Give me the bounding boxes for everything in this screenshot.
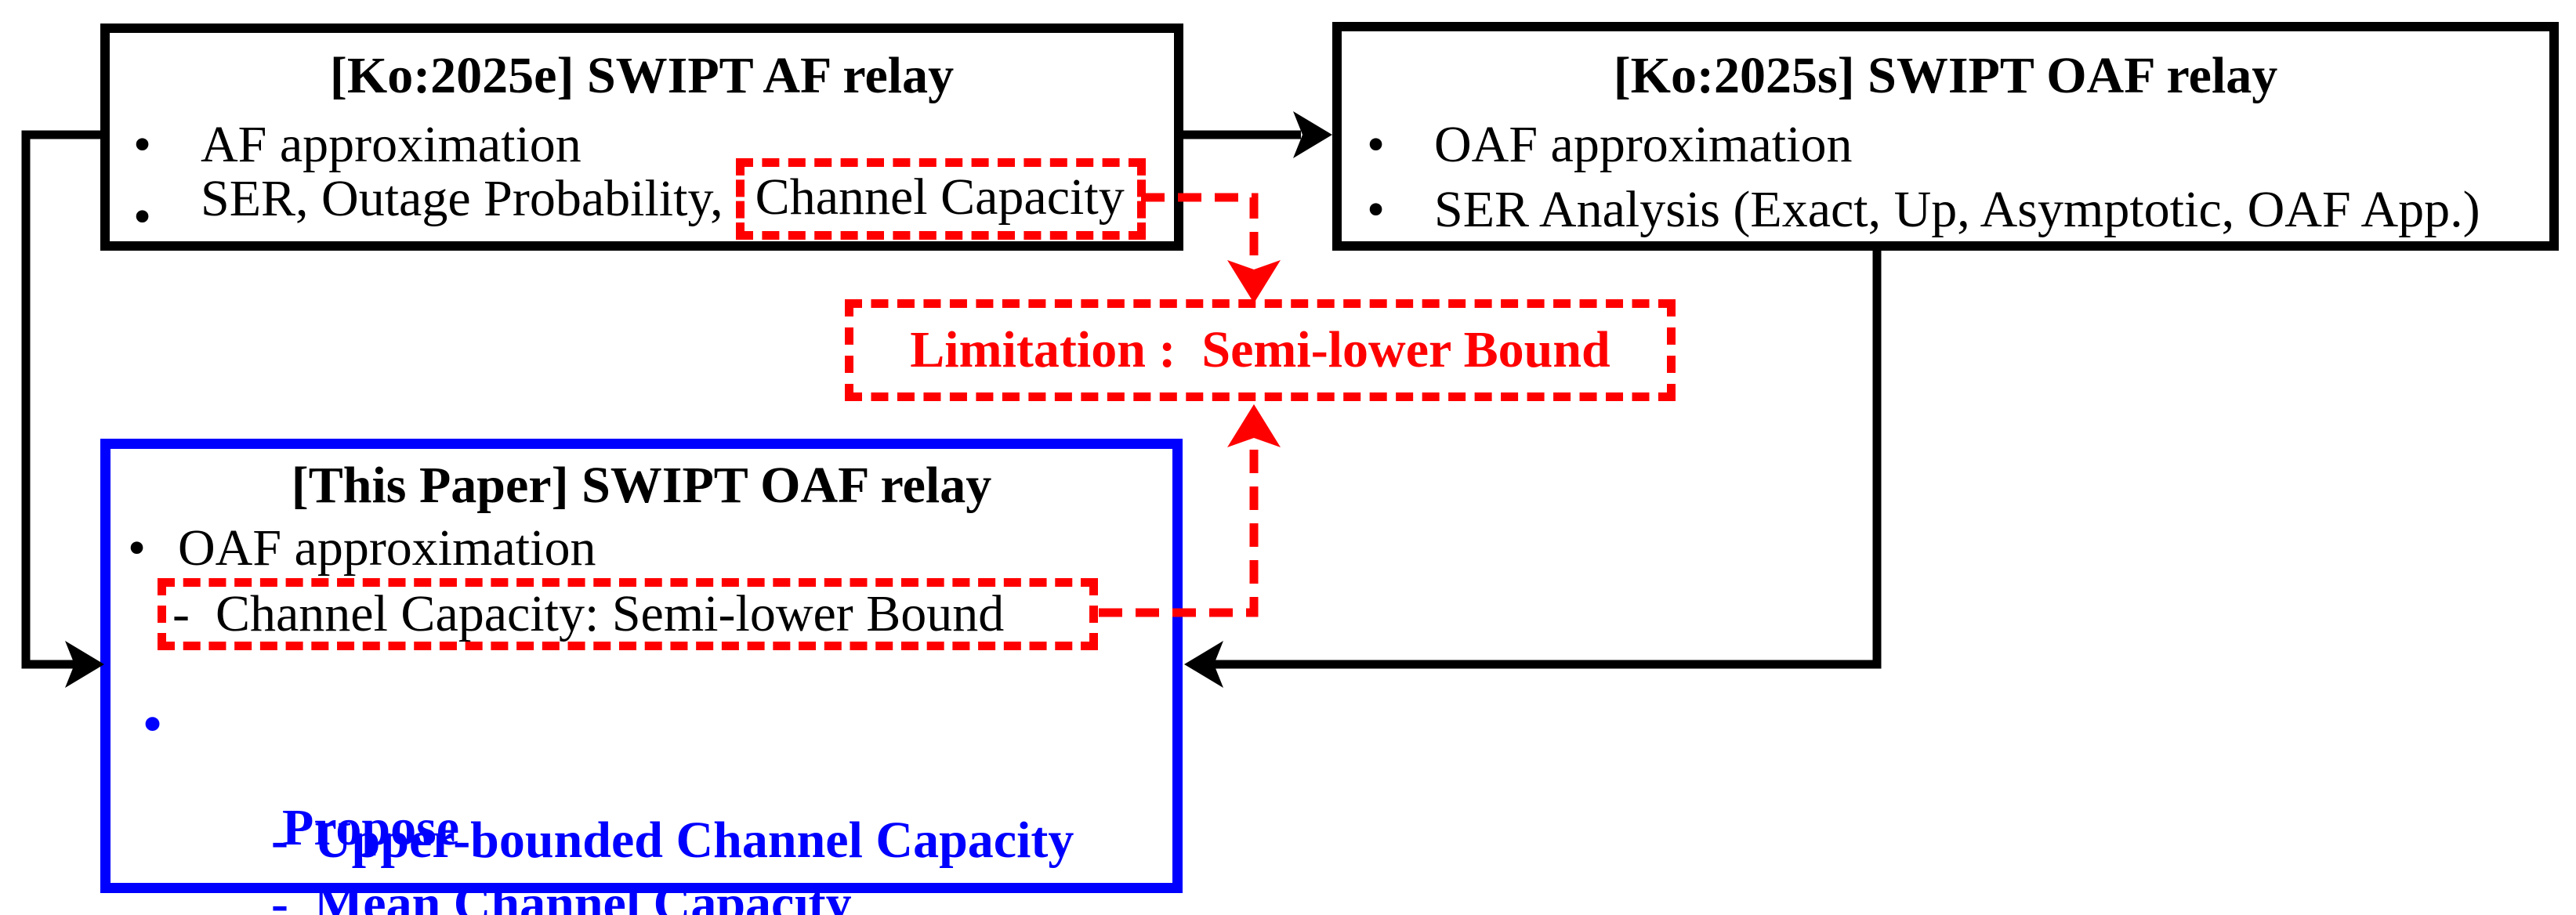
propose-sub-item-2-label: - Mean Channel Capacity	[271, 875, 852, 915]
semi-lower-bound-highlight-box: - Channel Capacity: Semi-lower Bound	[158, 578, 1098, 650]
arrow-ko2025e-to-ko2025s-arrowhead	[1293, 111, 1332, 158]
box-this-paper-bullet-1-label: OAF approximation	[178, 519, 596, 577]
box-ko2025e-title: [Ko:2025e] SWIPT AF relay	[329, 47, 955, 104]
bullet-dot: •	[1367, 181, 1386, 238]
bullet-dot: •	[1367, 116, 1386, 173]
box-ko2025s: [Ko:2025s] SWIPT OAF relay • OAF approxi…	[1332, 22, 2559, 251]
bullet-dot: •	[143, 696, 162, 753]
propose-sub-item-1: - Upper-bounded Channel Capacity	[111, 763, 1172, 915]
box-ko2025s-bullet-2-label: SER Analysis (Exact, Up, Asymptotic, OAF…	[1434, 181, 2480, 238]
bullet-dot: •	[133, 188, 152, 245]
box-ko2025e-bullet-1-label: AF approximation	[201, 116, 582, 173]
box-ko2025s-bullet-2: • SER Analysis (Exact, Up, Asymptotic, O…	[1342, 184, 2549, 236]
bullet-dot: •	[128, 519, 147, 577]
box-ko2025e-bullet-1: • AF approximation	[110, 119, 1174, 171]
box-ko2025s-bullet-1: • OAF approximation	[1342, 119, 2549, 171]
limitation-box: Limitation : Semi-lower Bound	[845, 299, 1676, 401]
propose-sub-item-2: - Mean Channel Capacity	[111, 826, 1172, 915]
propose-bullet: • Propose	[111, 699, 1172, 906]
channel-capacity-highlight-box: Channel Capacity	[735, 158, 1146, 240]
arrow-ko2025s-to-this-paper-arrowhead	[1184, 641, 1223, 688]
arrow-ko2025e-to-this-paper-line	[21, 130, 100, 669]
semi-lower-bound-highlight-label: - Channel Capacity: Semi-lower Bound	[172, 585, 1005, 642]
box-ko2025e-bullet-2: • SER, Outage Probability, Channel Capac…	[110, 158, 1174, 245]
arrow-ko2025e-to-this-paper	[21, 130, 104, 688]
channel-capacity-highlight-label: Channel Capacity	[755, 168, 1125, 226]
box-ko2025e: [Ko:2025e] SWIPT AF relay • AF approxima…	[100, 24, 1183, 251]
box-this-paper: [This Paper] SWIPT OAF relay • OAF appro…	[100, 439, 1183, 915]
box-this-paper-bullet-1: • OAF approximation	[111, 523, 1172, 574]
arrow-semi-lower-bound-to-limitation-arrowhead	[1227, 404, 1281, 447]
propose-label: Propose	[282, 799, 460, 856]
box-this-paper-title: [This Paper] SWIPT OAF relay	[291, 457, 992, 514]
box-ko2025s-title: [Ko:2025s] SWIPT OAF relay	[1613, 47, 2278, 104]
arrow-ko2025e-to-ko2025s	[1183, 111, 1332, 158]
propose-sub-item-1-label: - Upper-bounded Channel Capacity	[271, 812, 1074, 869]
arrow-ko2025e-to-this-paper-arrowhead	[65, 641, 104, 688]
bullet-dot: •	[133, 116, 152, 173]
box-ko2025e-bullet-2-label: SER, Outage Probability,	[201, 170, 723, 227]
box-ko2025s-bullet-1-label: OAF approximation	[1434, 116, 1853, 173]
limitation-label: Limitation : Semi-lower Bound	[910, 321, 1610, 378]
arrow-channel-capacity-to-limitation-arrowhead	[1227, 260, 1281, 303]
